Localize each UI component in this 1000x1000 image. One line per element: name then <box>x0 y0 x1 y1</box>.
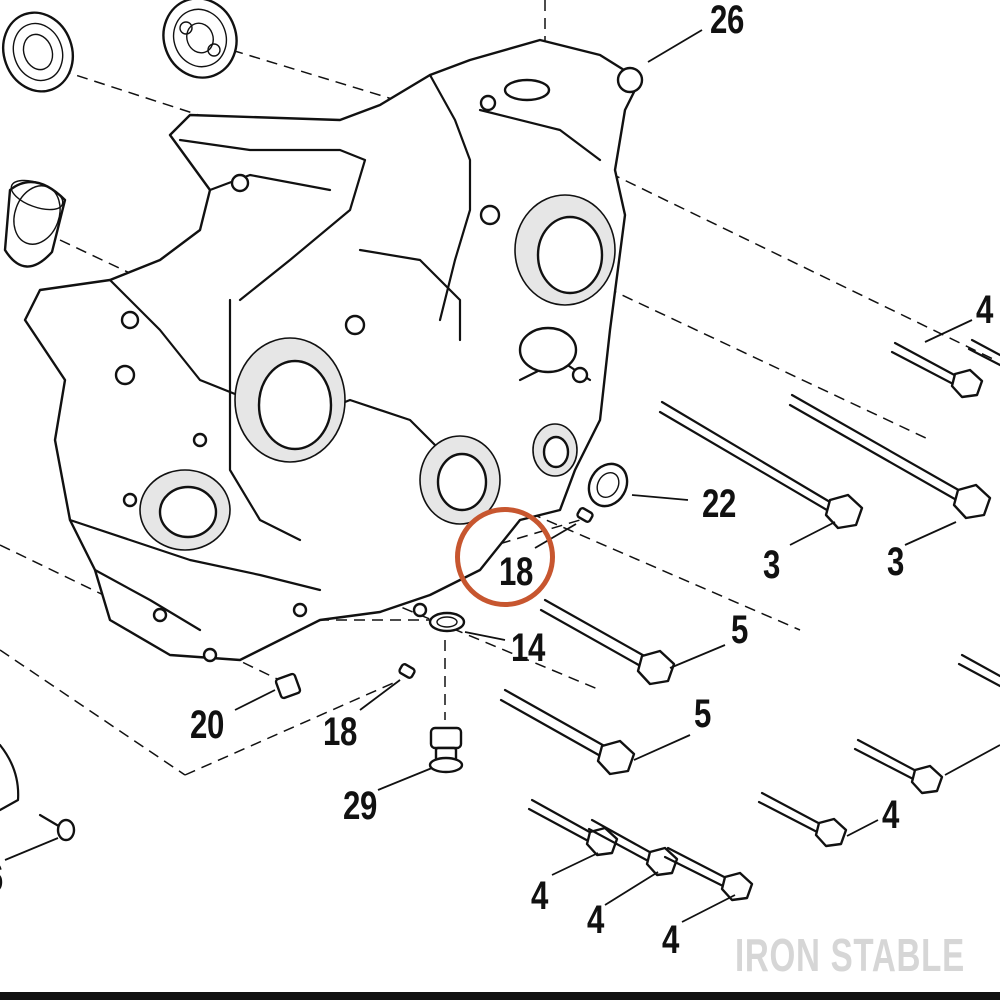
callout-4-bottom-c: 4 <box>662 918 679 962</box>
bolt-3-left <box>658 400 864 530</box>
highlight-ring <box>455 507 555 607</box>
bolt-3-right <box>788 393 992 520</box>
bolt-4-center-right <box>757 791 848 848</box>
oil-seal-22 <box>587 462 629 508</box>
callout-3-left: 3 <box>763 543 780 587</box>
callout-20: 20 <box>190 703 224 747</box>
callout-3-right: 3 <box>887 540 904 584</box>
upper-bearing-right <box>162 0 238 79</box>
bolt-5-lower <box>499 688 636 776</box>
callout-4-bottom-a: 4 <box>531 874 548 918</box>
bushing-sleeve <box>3 179 67 268</box>
dowel-pin-18-upper <box>576 507 594 523</box>
bolt-4-bottom-b <box>587 818 679 877</box>
crankcase-half <box>23 38 644 663</box>
callout-4-bottom-b: 4 <box>587 898 604 942</box>
callout-14: 14 <box>511 626 545 670</box>
dowel-pin-18-lower <box>398 663 416 679</box>
drain-plug-29 <box>428 726 464 774</box>
bolt-4-bottom-c <box>663 846 754 902</box>
bolt-top-right-partial <box>967 338 1000 367</box>
o-ring-14 <box>428 611 466 633</box>
callout-6-partial: 6 <box>0 858 3 898</box>
bottom-border <box>0 992 1000 1000</box>
callout-29: 29 <box>343 784 377 828</box>
leader-lines <box>4 29 1000 923</box>
bracket-left <box>0 743 20 812</box>
callout-22: 22 <box>702 482 736 526</box>
callout-4-top-right: 4 <box>976 288 993 332</box>
bolt-right-partial <box>957 653 1000 688</box>
callout-5-lower: 5 <box>694 692 711 736</box>
callout-4-center-right: 4 <box>882 793 899 837</box>
bolt-4-top-right <box>890 341 984 399</box>
callout-26: 26 <box>710 0 744 42</box>
bolt-5-upper <box>539 598 676 686</box>
callout-18-lower: 18 <box>323 710 357 754</box>
bolt-4-mid-right <box>853 738 944 795</box>
upper-bearing-left <box>2 11 74 93</box>
watermark-text: IRON STABLE <box>735 929 965 981</box>
callout-5-upper: 5 <box>731 608 748 652</box>
dowel-20 <box>274 672 302 700</box>
screw-6 <box>38 813 76 842</box>
